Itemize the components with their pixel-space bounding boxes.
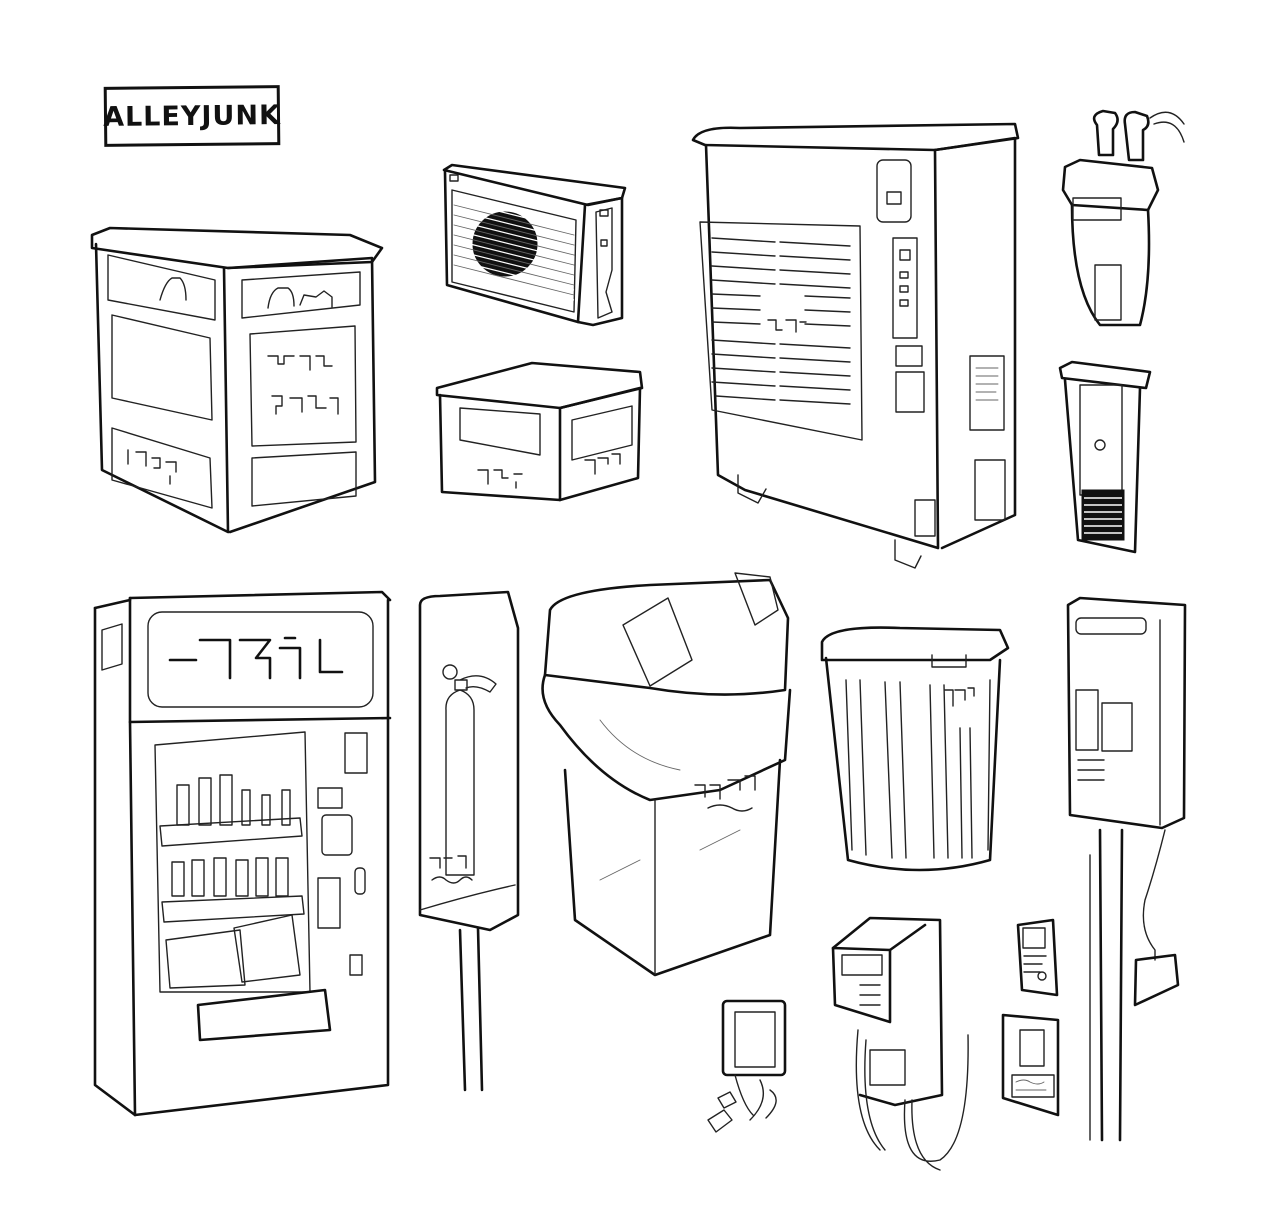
intercom-panel: [1001, 1013, 1060, 1117]
intercom-small: [1016, 918, 1059, 997]
electric-meter: [831, 916, 969, 1171]
trash-bin-bag: [541, 572, 792, 977]
grille-lines: [711, 237, 851, 405]
water-heater: [1066, 596, 1187, 1142]
vending-machine: [93, 590, 392, 1117]
power-box: [707, 999, 787, 1133]
bottle-row: [159, 774, 305, 923]
ticket-machine: [691, 122, 1020, 569]
crate-small: [435, 361, 644, 502]
trash-can: [820, 626, 1010, 872]
gas-meter: [1061, 109, 1185, 327]
wall-heater: [1058, 360, 1152, 554]
crate-large: [90, 226, 384, 534]
fan-grille-icon: [453, 199, 575, 301]
extinguisher-post: [418, 590, 520, 1092]
ac-unit: [442, 163, 627, 327]
